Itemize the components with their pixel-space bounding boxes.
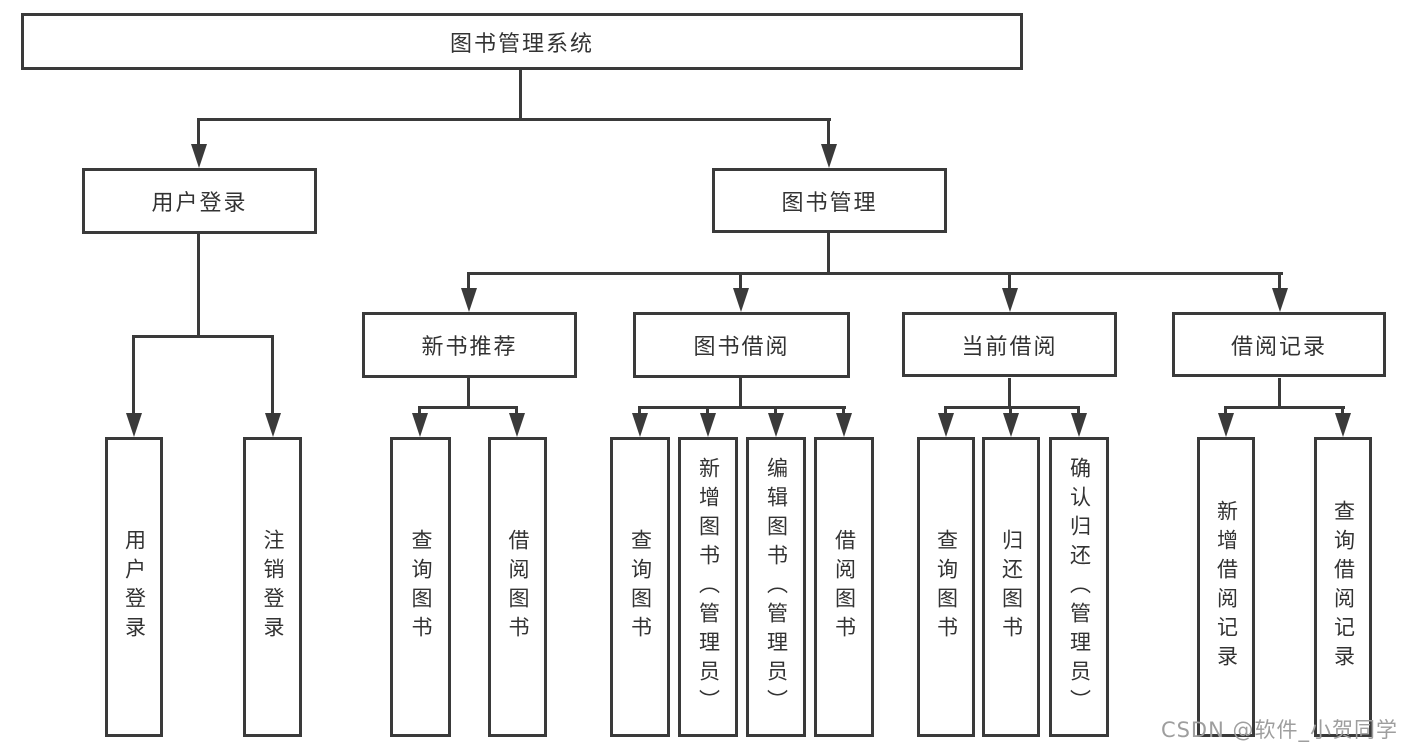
node-book-borrowing-label: 图书借阅: [693, 335, 790, 360]
connector-line: [706, 406, 709, 416]
connector-line: [638, 406, 846, 409]
arrow-down-icon: [509, 413, 525, 437]
connector-line: [638, 406, 641, 416]
leaf-query-borrow-record: 查询借阅记录: [1314, 437, 1372, 737]
leaf-return-books: 归还图书: [982, 437, 1040, 737]
leaf-return-books-label: 归还图书: [999, 529, 1024, 645]
arrow-down-icon: [768, 413, 784, 437]
connector-line: [739, 378, 742, 409]
node-root-label: 图书管理系统: [449, 31, 594, 57]
connector-line: [132, 338, 135, 415]
leaf-query-books-recommend: 查询图书: [390, 437, 451, 737]
node-book-management-label: 图书管理: [781, 190, 878, 216]
arrow-down-icon: [1071, 413, 1087, 437]
leaf-query-borrow-record-label: 查询借阅记录: [1331, 500, 1356, 674]
arrow-down-icon: [265, 413, 281, 437]
leaf-query-books-borrowing: 查询图书: [610, 437, 670, 737]
arrow-down-icon: [700, 413, 716, 437]
leaf-logout: 注销登录: [243, 437, 302, 737]
leaf-add-borrow-record-label: 新增借阅记录: [1214, 500, 1239, 674]
leaf-user-login: 用户登录: [105, 437, 163, 737]
connector-line: [1278, 378, 1281, 409]
arrow-down-icon: [821, 144, 837, 168]
connector-line: [197, 118, 831, 121]
connector-line: [827, 121, 830, 147]
connector-line: [467, 378, 470, 409]
connector-line: [1009, 406, 1012, 416]
node-new-book-recommend-label: 新书推荐: [421, 335, 518, 360]
connector-line: [1077, 406, 1080, 416]
leaf-query-books-current-label: 查询图书: [934, 529, 959, 645]
arrow-down-icon: [836, 413, 852, 437]
leaf-query-books-recommend-label: 查询图书: [409, 529, 433, 645]
connector-line: [1008, 378, 1011, 409]
connector-line: [467, 272, 1283, 275]
connector-line: [944, 406, 1080, 409]
connector-line: [519, 70, 522, 121]
leaf-query-books-current: 查询图书: [917, 437, 975, 737]
connector-line: [197, 234, 200, 338]
leaf-logout-label: 注销登录: [261, 529, 285, 645]
connector-line: [827, 233, 830, 275]
connector-line: [418, 406, 421, 416]
node-new-book-recommend: 新书推荐: [362, 312, 577, 378]
connector-line: [271, 338, 274, 415]
leaf-edit-books-admin-label: 编辑图书（管理员）: [764, 456, 789, 718]
node-current-borrowing: 当前借阅: [902, 312, 1117, 377]
connector-line: [944, 406, 947, 416]
arrow-down-icon: [733, 288, 749, 312]
arrow-down-icon: [1335, 413, 1351, 437]
arrow-down-icon: [632, 413, 648, 437]
connector-line: [1278, 275, 1281, 290]
node-user-login-label: 用户登录: [151, 191, 248, 216]
node-book-management: 图书管理: [712, 168, 947, 233]
leaf-borrow-books-recommend: 借阅图书: [488, 437, 547, 737]
leaf-query-books-borrowing-label: 查询图书: [628, 529, 653, 645]
arrow-down-icon: [1218, 413, 1234, 437]
arrow-down-icon: [461, 288, 477, 312]
connector-line: [1008, 275, 1011, 290]
node-user-login: 用户登录: [82, 168, 317, 234]
arrow-down-icon: [1003, 413, 1019, 437]
arrow-down-icon: [1272, 288, 1288, 312]
connector-line: [842, 406, 845, 416]
arrow-down-icon: [126, 413, 142, 437]
leaf-confirm-return-admin-label: 确认归还（管理员）: [1067, 456, 1092, 718]
node-borrow-records: 借阅记录: [1172, 312, 1386, 377]
connector-line: [739, 275, 742, 290]
node-borrow-records-label: 借阅记录: [1230, 334, 1327, 360]
leaf-add-books-admin-label: 新增图书（管理员）: [696, 456, 721, 718]
connector-line: [515, 406, 518, 416]
arrow-down-icon: [412, 413, 428, 437]
leaf-confirm-return-admin: 确认归还（管理员）: [1049, 437, 1109, 737]
leaf-borrow-books-label: 借阅图书: [832, 529, 857, 645]
leaf-edit-books-admin: 编辑图书（管理员）: [746, 437, 806, 737]
node-current-borrowing-label: 当前借阅: [961, 334, 1058, 360]
connector-line: [1224, 406, 1227, 416]
leaf-borrow-books-recommend-label: 借阅图书: [506, 529, 530, 645]
csdn-watermark: CSDN @软件_小贺同学: [1160, 718, 1398, 742]
connector-line: [1224, 406, 1345, 409]
leaf-borrow-books: 借阅图书: [814, 437, 874, 737]
leaf-add-borrow-record: 新增借阅记录: [1197, 437, 1255, 737]
connector-line: [418, 406, 518, 409]
connector-line: [1341, 406, 1344, 416]
arrow-down-icon: [938, 413, 954, 437]
node-root: 图书管理系统: [21, 13, 1023, 70]
leaf-add-books-admin: 新增图书（管理员）: [678, 437, 738, 737]
connector-line: [467, 275, 470, 290]
connector-line: [197, 121, 200, 147]
arrow-down-icon: [1002, 288, 1018, 312]
leaf-user-login-label: 用户登录: [122, 529, 147, 645]
connector-line: [132, 335, 274, 338]
connector-line: [774, 406, 777, 416]
arrow-down-icon: [191, 144, 207, 168]
node-book-borrowing: 图书借阅: [633, 312, 850, 378]
